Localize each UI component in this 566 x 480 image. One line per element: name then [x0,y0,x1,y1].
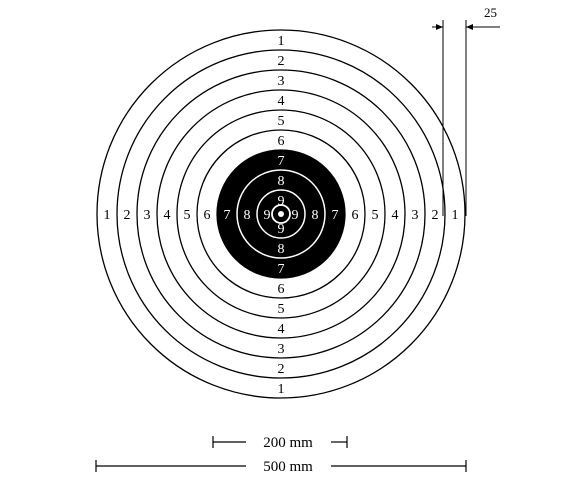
ring-width-label: 25 [484,5,497,20]
ring-label-2-top: 2 [278,54,285,69]
ring-label-6-top: 6 [278,134,285,149]
ring-label-1-right: 1 [452,208,459,223]
ring-label-5-top: 5 [278,114,285,129]
ring-label-8-left: 8 [244,208,251,223]
ring-label-5-bottom: 5 [278,302,285,317]
ring-label-6-right: 6 [352,208,359,223]
outer-diameter-label: 500 mm [263,459,313,475]
ring-label-2-bottom: 2 [278,362,285,377]
ring-1-boundary [96,29,466,399]
ring-label-9-top: 9 [278,194,285,209]
ring-label-8-right: 8 [312,208,319,223]
ring-label-3-right: 3 [412,208,419,223]
ring-label-2-left: 2 [124,208,131,223]
ring-label-3-bottom: 3 [278,342,285,357]
ring-label-4-top: 4 [278,94,285,109]
ring-label-1-bottom: 1 [278,382,285,397]
black-center-dimension: 200 mm [212,435,348,451]
ring-label-1-left: 1 [104,208,111,223]
ring-label-3-top: 3 [278,74,285,89]
black-center-label: 200 mm [263,435,313,451]
ring-label-7-top: 7 [278,154,285,169]
ring-label-8-bottom: 8 [278,242,285,257]
ring-label-3-left: 3 [144,208,151,223]
ring-6-boundary [196,129,366,299]
ring-width-dimension: 25 [432,5,500,216]
ring-label-5-right: 5 [372,208,379,223]
center-dot [278,211,284,217]
arrow-left-head [436,24,443,30]
ring-label-5-left: 5 [184,208,191,223]
target-rings [96,29,466,399]
ring-label-7-right: 7 [332,208,339,223]
ring-label-7-left: 7 [224,208,231,223]
ring-label-9-right: 9 [292,208,299,223]
ring-5-boundary [176,109,386,319]
ring-3-boundary [136,69,426,359]
ring-4-boundary [156,89,406,339]
ring-8-boundary [236,169,326,259]
ring-label-1-top: 1 [278,34,285,49]
ring-2-boundary [116,49,446,379]
ring-label-6-left: 6 [204,208,211,223]
inner-ten-ring [271,204,291,224]
ring-label-4-bottom: 4 [278,322,285,337]
ring-label-4-left: 4 [164,208,171,223]
ring-label-7-bottom: 7 [278,262,285,277]
ring-9-boundary [256,189,306,239]
arrow-right-head [466,24,473,30]
outer-diameter-dimension: 500 mm [95,459,467,475]
ring-label-9-left: 9 [264,208,271,223]
ring-label-6-bottom: 6 [278,282,285,297]
ring-label-2-right: 2 [432,208,439,223]
ring-label-4-right: 4 [392,208,399,223]
ring-label-9-bottom: 9 [278,222,285,237]
ring-label-8-top: 8 [278,174,285,189]
